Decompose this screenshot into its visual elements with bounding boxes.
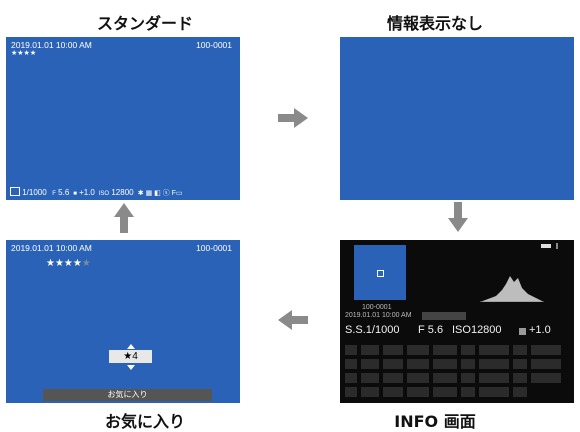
arrow-left-icon (278, 310, 308, 330)
shutter-label: S.S.1/1000 (345, 324, 400, 336)
title-favorites: お気に入り (104, 412, 185, 431)
datetime-label: 2019.01.01 10:00 AM (345, 312, 412, 319)
title-info-screen: INFO 画面 (394, 412, 476, 431)
arrow-up-icon (114, 203, 134, 233)
status-bar: 1/1000 F 5.6 ■ +1.0 ISO 12800 ✱ ▦ ◧ ⓢ F▭ (10, 186, 183, 198)
exposure-icon (519, 328, 526, 335)
arrow-down-icon (448, 202, 468, 232)
star-rating: ★★★★★ (46, 258, 91, 269)
arrow-right-icon (278, 108, 308, 128)
frame-number-label: 100-0001 (196, 243, 232, 253)
play-icon (10, 187, 20, 196)
frame-number-label: 100-0001 (196, 40, 232, 50)
status-icons: ✱ ▦ ◧ ⓢ F▭ (135, 190, 183, 197)
standard-screen: 2019.01.01 10:00 AM 100-0001 ★★★★ 1/1000… (6, 37, 240, 200)
frame-count-label: 1/1000 (22, 188, 47, 197)
settings-grid (345, 345, 569, 397)
aperture-label: 5.6 (58, 188, 70, 197)
info-badge (422, 312, 466, 320)
title-no-info: 情報表示なし (386, 14, 483, 33)
thumbnail (354, 245, 406, 300)
info-screen: 100-0001 2019.01.01 10:00 AM S.S.1/1000 … (340, 240, 574, 403)
star-rating: ★★★★ (11, 50, 37, 57)
exposure-icon: ■ (71, 191, 77, 197)
datetime-label: 2019.01.01 10:00 AM (11, 243, 92, 253)
favorites-screen: 2019.01.01 10:00 AM 100-0001 ★★★★★ ★4 お気… (6, 240, 240, 403)
favorites-bar: お気に入り (43, 389, 212, 401)
exposure-label: +1.0 (529, 324, 551, 336)
rating-value-box[interactable]: ★4 (109, 350, 152, 363)
datetime-label: 2019.01.01 10:00 AM (11, 40, 92, 50)
iso-label: 12800 (111, 188, 134, 197)
aperture-label: F 5.6 (418, 324, 444, 336)
histogram (480, 276, 544, 302)
exposure-label: +1.0 (79, 188, 95, 197)
iso-label: ISO12800 (452, 324, 502, 336)
card-icon (556, 243, 558, 249)
no-info-screen (340, 37, 574, 200)
title-standard: スタンダード (96, 14, 193, 33)
frame-number-label: 100-0001 (362, 304, 392, 311)
focus-point-icon (377, 270, 384, 277)
rating-up-icon[interactable] (127, 344, 135, 349)
battery-icon (541, 244, 551, 248)
rating-down-icon[interactable] (127, 365, 135, 370)
